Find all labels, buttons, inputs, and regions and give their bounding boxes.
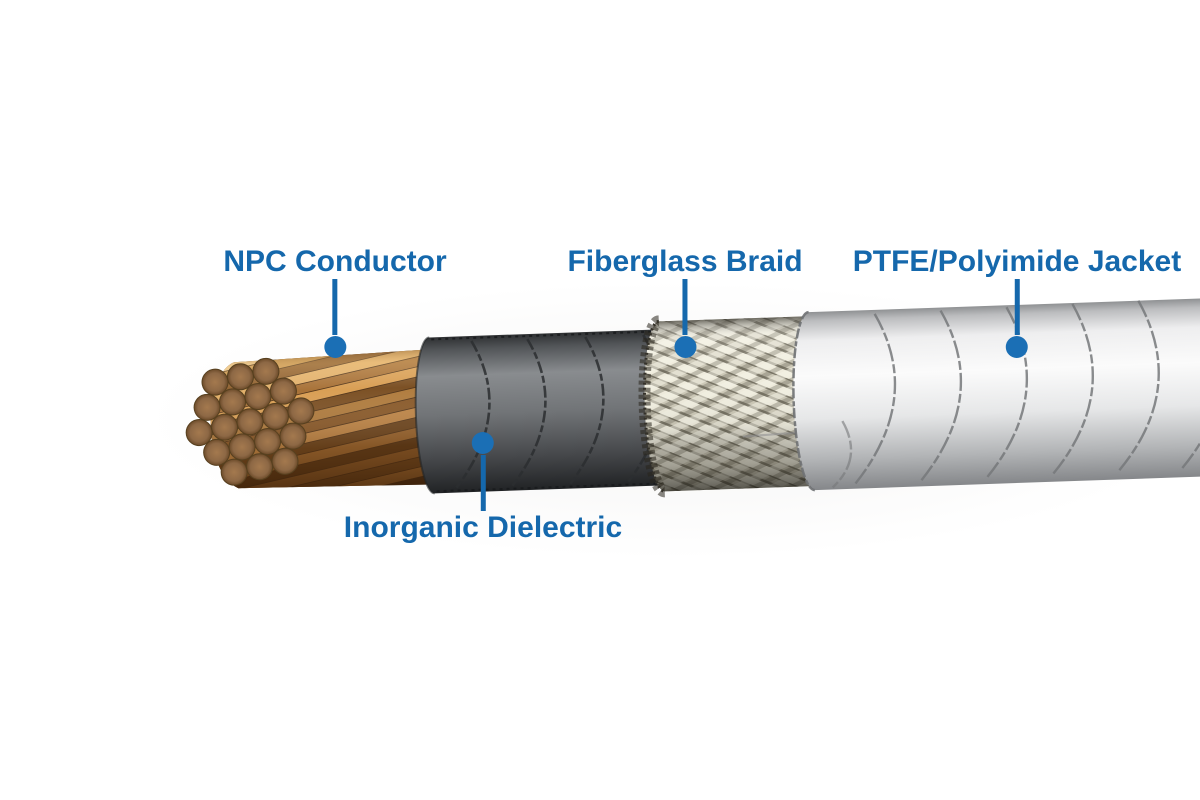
callout-inorganic-dielectric: Inorganic Dielectric xyxy=(344,432,622,544)
leader-dot xyxy=(323,336,346,358)
callout-label-npc-conductor: NPC Conductor xyxy=(223,245,447,278)
leader-line xyxy=(1014,279,1020,335)
leader-line xyxy=(682,279,688,335)
callout-label-inorganic-dielectric: Inorganic Dielectric xyxy=(343,511,623,544)
callout-fiberglass-braid: Fiberglass Braid xyxy=(567,245,803,358)
callout-npc-conductor: NPC Conductor xyxy=(223,245,447,358)
leader-dot xyxy=(472,432,494,454)
leader-line xyxy=(480,455,486,511)
leader-dot xyxy=(1006,336,1028,358)
leader-dot xyxy=(673,336,696,358)
conductor-end-caps xyxy=(185,357,315,486)
leader-line xyxy=(332,279,338,335)
callout-label-ptfe-polyimide-jacket: PTFE/Polyimide Jacket xyxy=(852,245,1182,278)
callout-label-fiberglass-braid: Fiberglass Braid xyxy=(567,245,803,278)
jacket-layer xyxy=(742,297,1200,492)
callout-ptfe-polyimide-jacket: PTFE/Polyimide Jacket xyxy=(853,246,1181,358)
